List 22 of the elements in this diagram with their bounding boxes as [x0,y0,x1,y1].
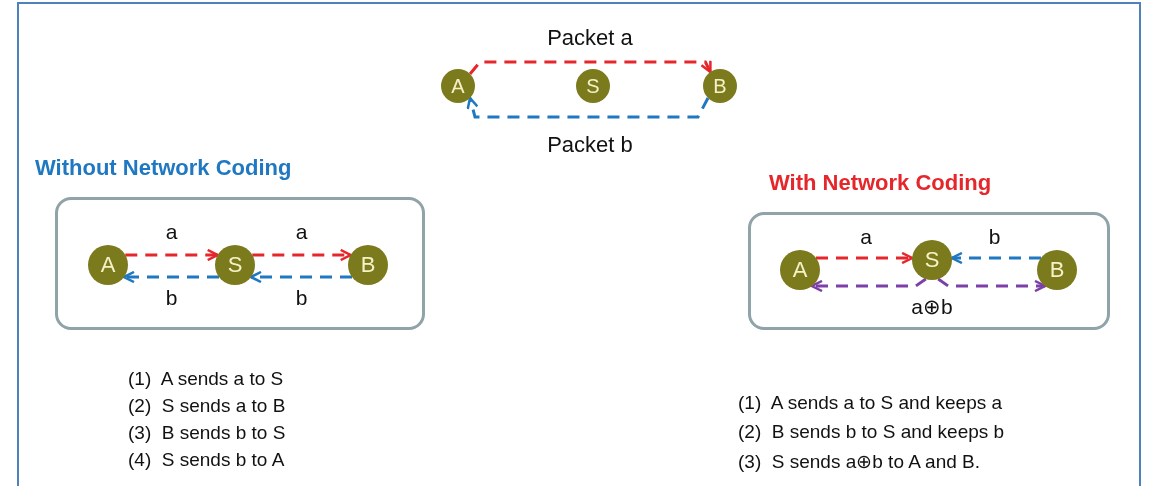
section-heading: With Network Coding [769,170,992,196]
dashed-arrow [122,270,219,284]
dashed-arrow [252,248,352,262]
step-text: (4) S sends b to A [128,449,285,471]
dashed-arrow [466,96,710,119]
step-text: (3) S sends a⊕b to A and B. [738,450,981,473]
dashed-arrow [816,251,914,265]
step-text: (3) B sends b to S [128,422,286,444]
dashed-arrow [468,59,712,75]
dashed-arrow [810,277,927,293]
node-circle: A [441,69,475,103]
step-text: (2) S sends a to B [128,395,286,417]
node-circle: S [576,69,610,103]
dashed-arrow [950,251,1041,265]
step-text: (1) A sends a to S [128,368,284,390]
node-circle: B [703,69,737,103]
dashed-arrow [937,277,1047,293]
step-text: (1) A sends a to S and keeps a [738,392,1003,414]
dashed-arrow [249,270,352,284]
section-heading: Without Network Coding [35,155,292,181]
dashed-arrow [125,248,219,262]
step-text: (2) B sends b to S and keeps b [738,421,1005,443]
